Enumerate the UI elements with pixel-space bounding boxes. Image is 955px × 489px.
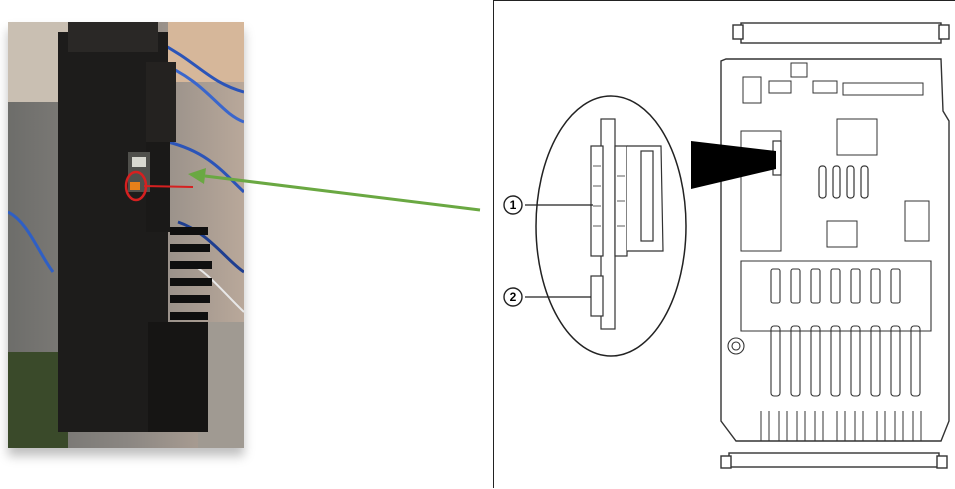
control-board-diagram: 1 2 [503, 22, 950, 469]
callout-2: 2 [503, 287, 523, 307]
callout-1-label: 1 [510, 198, 517, 212]
diagram-panel: 1 2 [493, 0, 955, 488]
callout-1: 1 [503, 195, 523, 215]
callout-2-label: 2 [510, 290, 517, 304]
device-photo [8, 22, 244, 448]
device-photo-image [8, 22, 244, 448]
